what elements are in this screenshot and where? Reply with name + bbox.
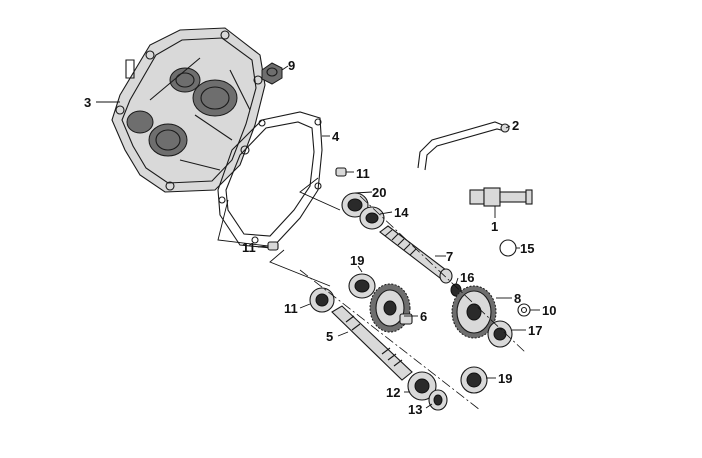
callout-17: 16 (460, 270, 474, 285)
callout-9: 9 (288, 58, 295, 73)
case-gasket (217, 111, 323, 249)
callout-leaders (96, 65, 540, 409)
output-shaft-5 (331, 305, 413, 381)
callout-15: 14 (394, 205, 409, 220)
gear-6 (369, 283, 413, 333)
dowel-pin-upper (335, 167, 347, 177)
callout-4: 4 (332, 129, 340, 144)
transmission-case (111, 27, 266, 193)
speed-sensor (469, 187, 533, 207)
bearing-18 (487, 320, 513, 348)
callout-11-lower: 11 (242, 240, 256, 255)
callout-2: 2 (512, 118, 519, 133)
oil-seal-14 (428, 389, 448, 411)
bearing-12 (309, 287, 335, 313)
callout-19-lower: 19 (498, 371, 512, 386)
callout-7: 7 (446, 249, 453, 264)
callout-3: 3 (84, 95, 91, 110)
bearing-13 (407, 371, 437, 401)
assembly-center-lines (217, 177, 526, 411)
callout-13: 12 (386, 385, 400, 400)
gear-8 (451, 285, 497, 339)
callout-10: 10 (542, 303, 556, 318)
callout-5: 5 (326, 329, 333, 344)
o-ring (499, 239, 517, 257)
dowel-pin-lower (267, 241, 279, 251)
callout-19-upper: 19 (350, 253, 364, 268)
callout-labels: 3 9 4 11 20 14 11 2 1 15 7 19 16 8 11 10… (84, 58, 556, 417)
callout-11-upper: 11 (356, 166, 370, 181)
callout-12: 11 (284, 301, 298, 316)
drive-shaft-7 (379, 225, 453, 284)
callout-1: 1 (491, 219, 498, 234)
callout-14: 13 (408, 402, 422, 417)
callout-8: 8 (514, 291, 521, 306)
callout-18: 17 (528, 323, 542, 338)
drain-plug (261, 62, 283, 85)
callout-20: 20 (372, 185, 386, 200)
bearing-19-upper (348, 273, 376, 299)
callout-6: 6 (420, 309, 427, 324)
oil-seal-15 (359, 206, 385, 230)
callout-16: 15 (520, 241, 534, 256)
bearing-19-lower (460, 366, 488, 394)
breather-tube (417, 121, 510, 171)
